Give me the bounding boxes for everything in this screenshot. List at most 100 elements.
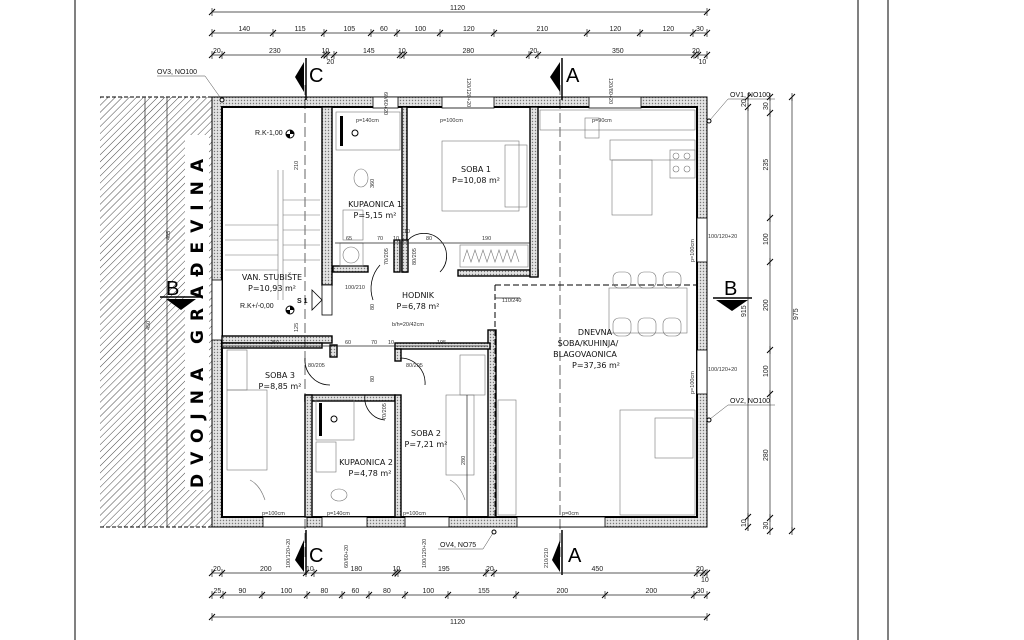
room-name: VAN. STUBIŠTE bbox=[242, 271, 302, 282]
dim-label: 60 bbox=[380, 26, 388, 33]
dim-label: 10 bbox=[322, 48, 330, 55]
window-tag: OV2, NO100 bbox=[730, 398, 770, 405]
dim-label: 100 bbox=[281, 588, 293, 595]
sill-height: p=0cm bbox=[562, 511, 579, 517]
dim-label: 200 bbox=[646, 588, 658, 595]
dim-label: 235 bbox=[763, 159, 770, 171]
level-mark: R.K+/-0,00 bbox=[240, 303, 274, 310]
interior-dim: 280 bbox=[461, 456, 467, 465]
dim-label: 20 bbox=[213, 48, 221, 55]
dim-label: 100 bbox=[763, 233, 770, 245]
door-size: 70/205 bbox=[384, 248, 390, 265]
window-size: 100/120+20 bbox=[708, 234, 737, 240]
door-size: 80/205 bbox=[406, 363, 423, 369]
dim-label: 30 bbox=[696, 26, 704, 33]
room-name: HODNIK bbox=[402, 291, 435, 300]
dim-label: 115 bbox=[295, 26, 306, 33]
section-a-bottom: A bbox=[568, 545, 582, 567]
room-area: P=8,85 m² bbox=[259, 382, 302, 391]
interior-dim: 70 bbox=[371, 340, 377, 346]
dim-label: 25 bbox=[214, 588, 222, 595]
room-area: P=37,36 m² bbox=[572, 361, 620, 370]
dim-label: 20 bbox=[530, 48, 538, 55]
sill-height: p=100cm bbox=[262, 511, 285, 517]
dim-label: 195 bbox=[438, 566, 450, 573]
dim-label: 140 bbox=[239, 26, 251, 33]
stairs bbox=[225, 170, 320, 300]
dim-label: 80 bbox=[383, 588, 391, 595]
dim-label: 155 bbox=[478, 588, 490, 595]
room-area: P=10,08 m² bbox=[452, 176, 500, 185]
neighbor-label: DVOJNA GRAĐEVINA bbox=[188, 150, 208, 488]
dim-label: 60 bbox=[352, 588, 360, 595]
dim-label: 20 bbox=[741, 99, 748, 107]
dim-label: 10 bbox=[393, 566, 401, 573]
window-size: 120/80+20 bbox=[607, 78, 613, 104]
sill-height: p=140cm bbox=[327, 511, 350, 517]
dim-label: 80 bbox=[321, 588, 329, 595]
room-area: P=4,78 m² bbox=[349, 469, 392, 478]
interior-dim: 190 bbox=[482, 236, 491, 242]
dim-label: 20 bbox=[327, 59, 335, 66]
dim-label: 200 bbox=[557, 588, 569, 595]
dim-label: 915 bbox=[741, 305, 748, 317]
doors bbox=[304, 233, 447, 421]
section-markers: C A C A B B bbox=[160, 58, 752, 575]
window-size: 210/210 bbox=[544, 548, 550, 568]
dim-label: 145 bbox=[363, 48, 375, 55]
interior-dim: 65 bbox=[346, 236, 352, 242]
dim-label: 30 bbox=[763, 522, 770, 530]
dim-label: 105 bbox=[344, 26, 356, 33]
interior-dim: 80 bbox=[426, 236, 432, 242]
beam-note: 110/240 bbox=[502, 298, 521, 304]
room-labels: VAN. STUBIŠTE P=10,93 m² KUPAONICA 1 P=5… bbox=[242, 165, 620, 478]
dim-label: 120 bbox=[463, 26, 475, 33]
stair-mark: S 1 bbox=[297, 298, 308, 305]
dim-label: 30 bbox=[697, 588, 705, 595]
interior-dim: 210 bbox=[294, 161, 300, 170]
dim-label: 100 bbox=[423, 588, 435, 595]
neighbor-building: DVOJNA GRAĐEVINA 450 405 bbox=[100, 96, 212, 528]
dim-label: 10 bbox=[306, 566, 314, 573]
interior-dim: 250 bbox=[270, 340, 279, 346]
dim-label: 230 bbox=[269, 48, 281, 55]
dim-label: 210 bbox=[537, 26, 549, 33]
level-mark: R.K-1,00 bbox=[255, 130, 283, 137]
dim-label: 10 bbox=[398, 48, 406, 55]
dim-right-total: 975 bbox=[793, 308, 800, 320]
window-size: 100/120+20 bbox=[708, 367, 737, 373]
section-c-top: C bbox=[309, 65, 323, 87]
room-name: KUPAONICA 2 bbox=[339, 458, 393, 467]
interior-dim: 80 bbox=[370, 304, 376, 310]
dim-label: 200 bbox=[763, 299, 770, 311]
interior-dim: 195 bbox=[437, 340, 446, 346]
room-name: SOBA 3 bbox=[265, 371, 295, 380]
dim-label: 280 bbox=[463, 48, 475, 55]
room-name: DNEVNA bbox=[578, 328, 613, 337]
window-tag: OV4, NO75 bbox=[440, 542, 476, 549]
room-name: SOBA/KUHINJA/ bbox=[558, 339, 619, 348]
stair-note: b/h=20/42cm bbox=[392, 322, 424, 328]
interior-dim: 10 bbox=[404, 229, 410, 235]
dim-label: 180 bbox=[351, 566, 363, 573]
interior-dim: 125 bbox=[294, 323, 300, 332]
dim-label: 30 bbox=[763, 102, 770, 110]
dim-label: 20 bbox=[692, 48, 700, 55]
notes: R.K-1,00 R.K+/-0,00 S 1 b/h=20/42cm 110/… bbox=[222, 78, 737, 568]
dim-label: 20 bbox=[486, 566, 494, 573]
section-a-top: A bbox=[566, 65, 580, 87]
dim-label: 280 bbox=[763, 449, 770, 461]
section-c-bottom: C bbox=[309, 545, 323, 567]
interior-dim: 10 bbox=[393, 236, 399, 242]
sill-height: p=90cm bbox=[592, 118, 612, 124]
sill-height: p=100cm bbox=[403, 511, 426, 517]
interior-dim: 70 bbox=[377, 236, 383, 242]
dim-label: 350 bbox=[612, 48, 624, 55]
dim-label: 450 bbox=[592, 566, 604, 573]
window-size: 60/60+20 bbox=[382, 92, 388, 115]
room-area: P=5,15 m² bbox=[354, 211, 397, 220]
section-b-left: B bbox=[166, 278, 179, 300]
window-size: 120/120+20 bbox=[465, 78, 471, 107]
